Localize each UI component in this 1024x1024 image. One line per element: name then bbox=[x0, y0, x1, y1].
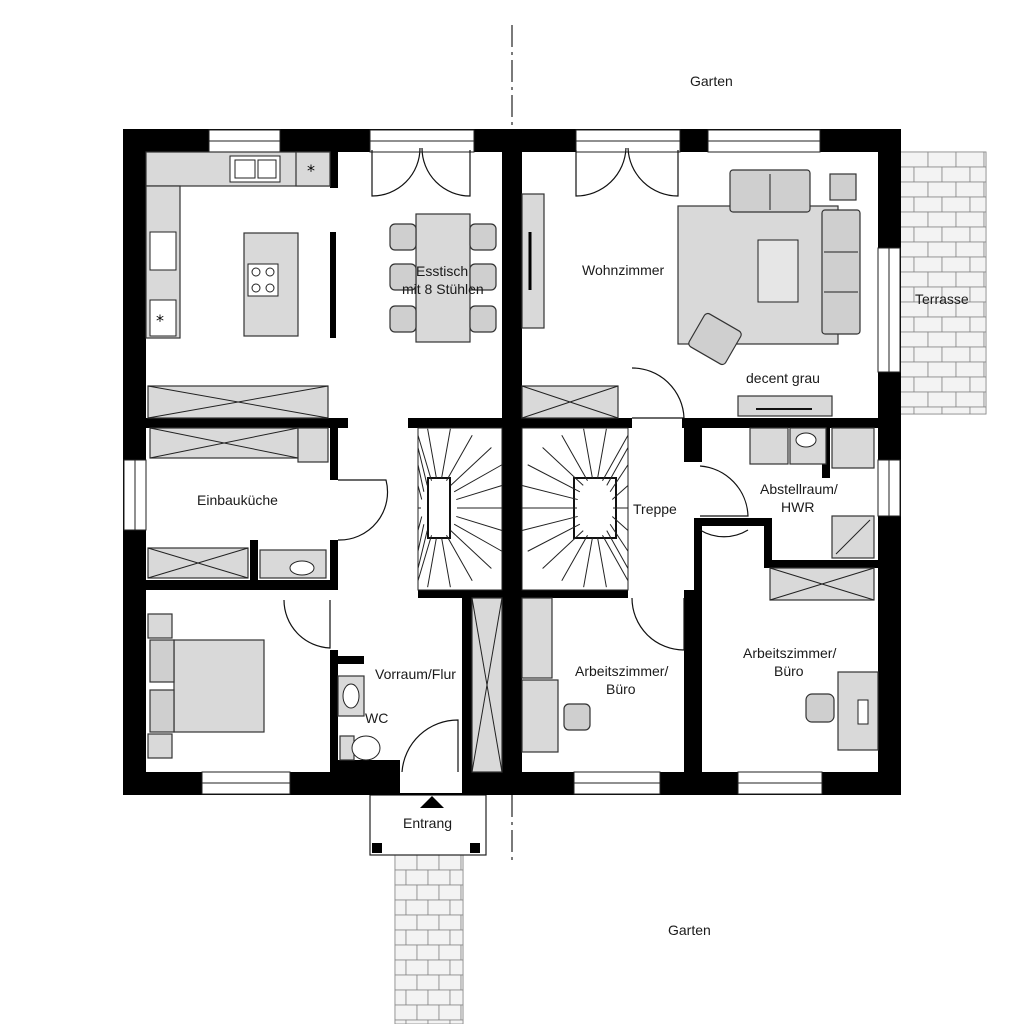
kitchen-room-furniture bbox=[147, 427, 329, 579]
terrace-paving bbox=[899, 151, 987, 415]
living-note-label: decent grau bbox=[746, 370, 820, 386]
garden-bottom-label: Garten bbox=[668, 922, 711, 938]
sink-icon bbox=[229, 155, 281, 183]
dining-label-line2: mit 8 Stühlen bbox=[402, 281, 484, 297]
entrance-label: Entrang bbox=[403, 815, 452, 831]
kitchen-counters: * * bbox=[145, 151, 619, 419]
snowflake-icon: * bbox=[156, 311, 164, 330]
kitchen-label: Einbauküche bbox=[197, 492, 278, 508]
canopy-post bbox=[470, 843, 480, 853]
cooktop-icon bbox=[247, 263, 279, 297]
office-center-furniture bbox=[521, 597, 591, 753]
living-furniture bbox=[521, 169, 861, 417]
office-center-label-line1: Arbeitszimmer/ bbox=[575, 663, 668, 679]
office-center-label-line2: Büro bbox=[606, 681, 636, 697]
wc-fixtures bbox=[337, 675, 381, 761]
interior-walls bbox=[146, 130, 878, 772]
garden-top-label: Garten bbox=[690, 73, 733, 89]
canopy-post bbox=[372, 843, 382, 853]
hall-label: Vorraum/Flur bbox=[375, 666, 456, 682]
bedroom-furniture bbox=[147, 613, 265, 759]
storage-fixtures bbox=[749, 427, 875, 601]
storage-label-line1: Abstellraum/ bbox=[760, 481, 838, 497]
triangle-up-icon bbox=[420, 796, 444, 808]
hall-cabinet bbox=[471, 597, 503, 773]
dining-table bbox=[389, 213, 497, 343]
terrace-label: Terrasse bbox=[915, 291, 969, 307]
toilet-icon bbox=[339, 735, 381, 761]
office-right-label-line1: Arbeitszimmer/ bbox=[743, 645, 836, 661]
staircase-left bbox=[417, 427, 503, 591]
entrance-path-paving bbox=[394, 854, 464, 1024]
storage-label-line2: HWR bbox=[781, 499, 814, 515]
stairs-label: Treppe bbox=[633, 501, 677, 517]
wc-label: WC bbox=[365, 710, 388, 726]
sink-icon bbox=[289, 560, 315, 576]
windows bbox=[123, 129, 901, 795]
doors bbox=[283, 147, 749, 773]
office-right-furniture bbox=[805, 671, 879, 751]
living-room-label: Wohnzimmer bbox=[582, 262, 665, 278]
dining-label-line1: Esstisch bbox=[416, 263, 468, 279]
office-right-label-line2: Büro bbox=[774, 663, 804, 679]
staircase-right bbox=[521, 427, 629, 591]
snowflake-icon: * bbox=[307, 161, 315, 180]
